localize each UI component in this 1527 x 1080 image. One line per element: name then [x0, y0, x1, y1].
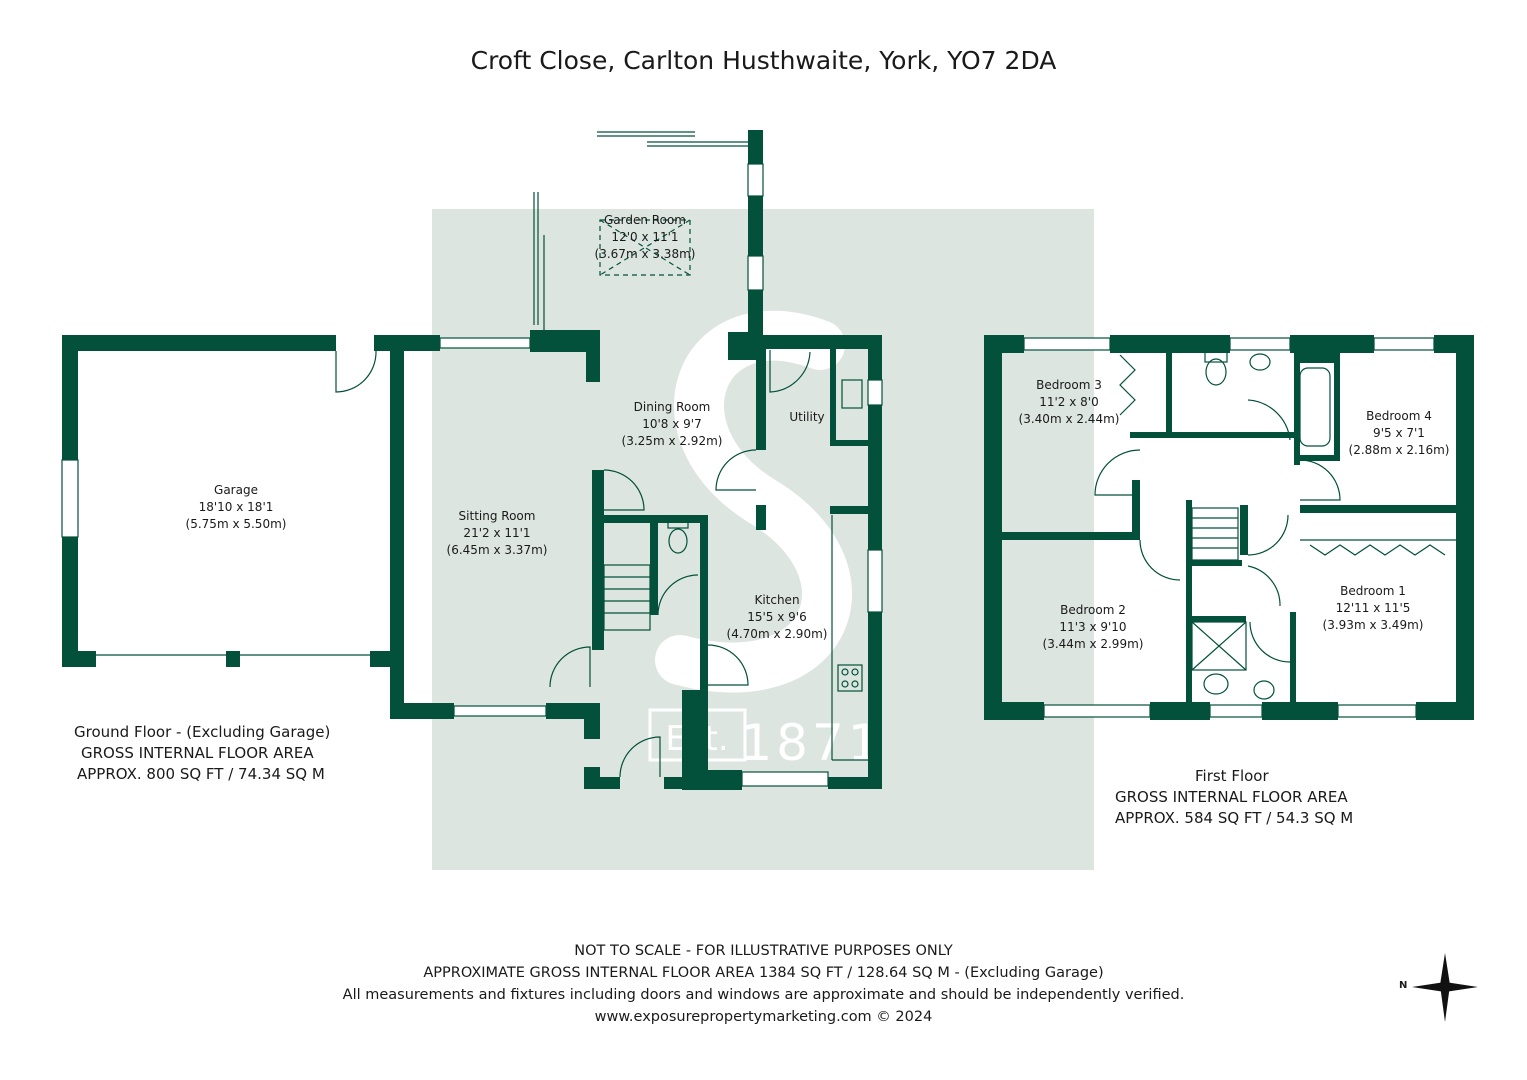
first-floor-windows [1023, 337, 1456, 718]
room-bedroom-3: Bedroom 3 11'2 x 8'0 (3.40m x 2.44m) [1018, 378, 1120, 426]
room-kitchen: Kitchen 15'5 x 9'6 (4.70m x 2.90m) [726, 593, 828, 641]
room-utility: Utility [789, 410, 825, 424]
room-bedroom-4: Bedroom 4 9'5 x 7'1 (2.88m x 2.16m) [1348, 409, 1450, 457]
compass-rose [1412, 953, 1478, 1022]
ground-floor-area: Ground Floor - (Excluding Garage) GROSS … [74, 723, 331, 783]
page-title: Croft Close, Carlton Husthwaite, York, Y… [470, 46, 1057, 75]
watermark-year: 1871 [740, 714, 883, 772]
first-floor-area: First Floor GROSS INTERNAL FLOOR AREA AP… [1115, 767, 1354, 827]
disclaimer-footer: NOT TO SCALE - FOR ILLUSTRATIVE PURPOSES… [342, 943, 1185, 1025]
compass-north-label: N [1399, 980, 1408, 991]
room-bedroom-1: Bedroom 1 12'11 x 11'5 (3.93m x 3.49m) [1322, 584, 1424, 632]
room-dining-room: Dining Room 10'8 x 9'7 (3.25m x 2.92m) [621, 400, 723, 448]
ground-floor-windows [61, 131, 883, 787]
ground-floor-plan [62, 130, 882, 790]
room-bedroom-2: Bedroom 2 11'3 x 9'10 (3.44m x 2.99m) [1042, 603, 1144, 651]
first-floor-plan [984, 335, 1474, 720]
room-sitting-room: Sitting Room 21'2 x 11'1 (6.45m x 3.37m) [446, 509, 548, 557]
room-garage: Garage 18'10 x 18'1 (5.75m x 5.50m) [185, 483, 287, 531]
room-garden-room: Garden Room 12'0 x 11'1 (3.67m x 3.38m) [594, 213, 696, 261]
